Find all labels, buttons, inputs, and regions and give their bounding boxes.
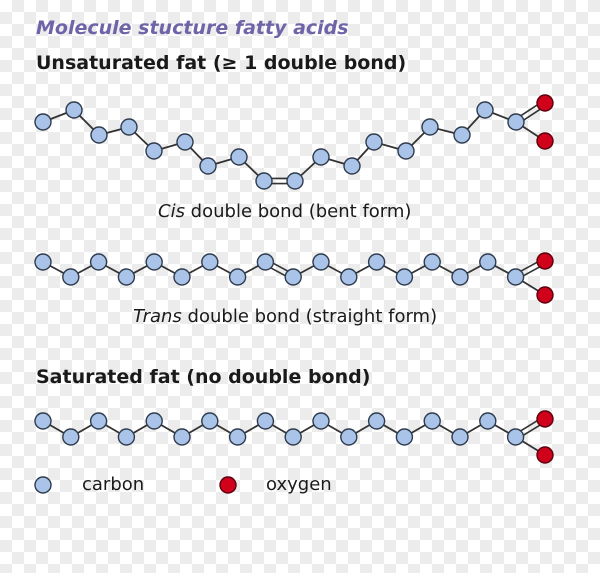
carbon-atom (506, 428, 525, 446)
cis-molecule (34, 94, 554, 190)
carbon-atom (173, 268, 191, 286)
carbon-atom (312, 148, 330, 166)
carbon-atom (343, 157, 361, 175)
carbon-atom (256, 253, 275, 271)
carbon-atom (479, 412, 497, 430)
trans-caption: Trans double bond (straight form) (133, 306, 437, 327)
oxygen-atom (536, 252, 554, 270)
carbon-atom (145, 142, 163, 160)
carbon-atom (367, 412, 386, 430)
legend-carbon-icon (34, 476, 52, 494)
saturated-heading: Saturated fat (no double bond) (36, 366, 371, 388)
carbon-atom (117, 428, 136, 446)
carbon-atom (256, 412, 275, 430)
unsaturated-heading: Unsaturated fat (≥ 1 double bond) (36, 52, 407, 74)
carbon-atom (145, 253, 163, 271)
oxygen-atom (536, 94, 554, 112)
carbon-atom (340, 428, 358, 446)
carbon-atom (284, 268, 302, 286)
carbon-atom (176, 133, 194, 151)
carbon-atom (230, 148, 248, 166)
carbon-atom (65, 101, 83, 119)
oxygen-atom (536, 446, 554, 464)
carbon-atom (476, 101, 494, 119)
carbon-atom (117, 268, 136, 286)
carbon-atom (395, 428, 414, 446)
carbon-atom (423, 253, 441, 271)
carbon-atom (451, 428, 469, 446)
saturated-molecule (34, 410, 554, 464)
carbon-atom (120, 118, 138, 136)
trans-molecule (34, 252, 554, 304)
legend-carbon-label: carbon (82, 474, 145, 495)
carbon-atom (423, 412, 441, 430)
carbon-atom (173, 428, 191, 446)
carbon-atom (506, 268, 525, 286)
carbon-atom (228, 268, 247, 286)
legend-oxygen-label: oxygen (266, 474, 332, 495)
carbon-atom (367, 253, 386, 271)
carbon-atom (201, 412, 219, 430)
carbon-atom (312, 412, 330, 430)
carbon-atom (421, 118, 439, 136)
trans-caption-rest: double bond (straight form) (181, 306, 438, 327)
carbon-atom (199, 157, 217, 175)
carbon-atom (255, 172, 273, 190)
carbon-atom (312, 253, 330, 271)
carbon-atom (340, 268, 358, 286)
carbon-atom (62, 428, 80, 446)
carbon-atom (453, 126, 471, 144)
carbon-atom (228, 428, 247, 446)
carbon-atom (34, 113, 52, 131)
diagram-title: Molecule stucture fatty acids (36, 17, 349, 39)
carbon-atom (201, 253, 219, 271)
carbon-atom (90, 126, 108, 144)
legend-icons (34, 476, 237, 494)
oxygen-atom (536, 410, 554, 428)
oxygen-atom (536, 286, 554, 304)
cis-caption-italic: Cis (158, 201, 185, 222)
legend-oxygen-icon (219, 476, 237, 494)
carbon-atom (145, 412, 163, 430)
carbon-atom (89, 253, 108, 271)
oxygen-atom (536, 132, 554, 150)
carbon-atom (89, 412, 108, 430)
trans-caption-italic: Trans (133, 306, 182, 327)
carbon-atom (62, 268, 80, 286)
carbon-atom (34, 253, 52, 271)
cis-caption-rest: double bond (bent form) (184, 201, 412, 222)
carbon-atom (34, 412, 52, 430)
carbon-atom (397, 142, 415, 160)
carbon-atom (286, 172, 304, 190)
carbon-atom (365, 133, 383, 151)
carbon-atom (479, 253, 497, 271)
carbon-atom (395, 268, 414, 286)
carbon-atom (451, 268, 469, 286)
carbon-atom (284, 428, 302, 446)
carbon-atom (507, 113, 525, 131)
cis-caption: Cis double bond (bent form) (158, 201, 411, 222)
